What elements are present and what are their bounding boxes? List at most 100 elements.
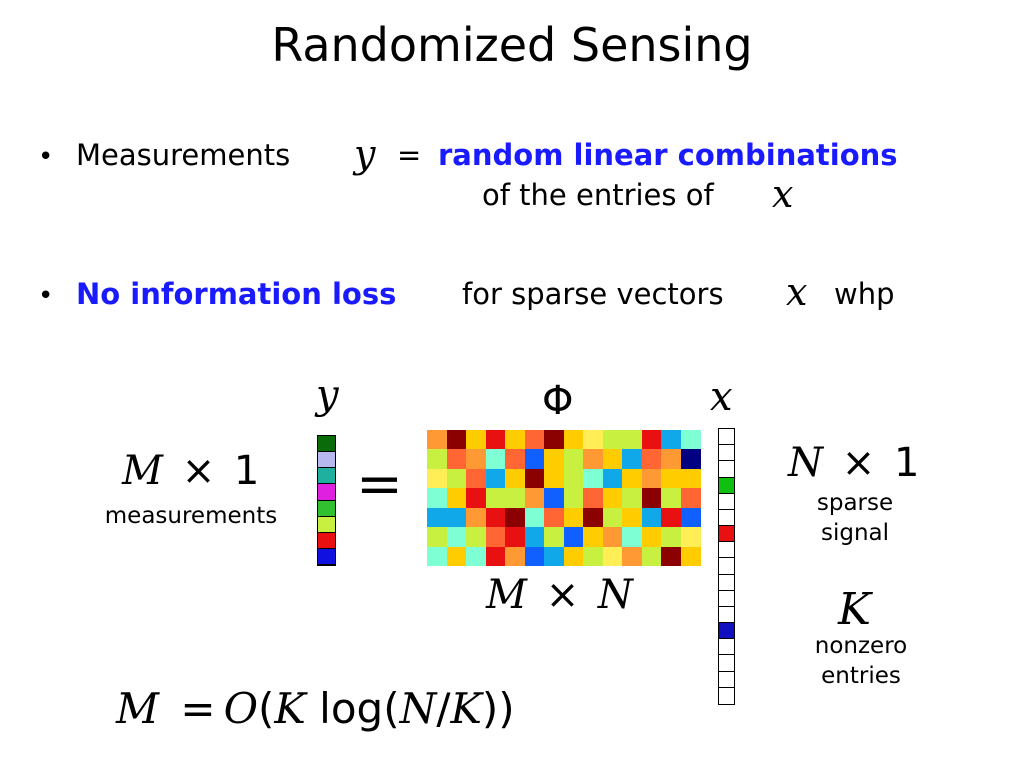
x-zero-cell — [719, 542, 734, 559]
y-cell — [318, 452, 335, 469]
x-zero-cell — [719, 493, 734, 510]
equals-sign: = — [356, 452, 403, 517]
k-var: K — [838, 584, 871, 635]
formula-m: M — [116, 684, 160, 733]
phi-cell — [446, 468, 467, 489]
phi-cell — [427, 507, 447, 528]
phi-cell — [505, 468, 525, 489]
phi-cell — [446, 507, 467, 528]
x-zero-cell — [719, 639, 734, 656]
y-vector-label: y — [316, 372, 339, 418]
phi-cell — [485, 507, 506, 528]
phi-cell — [485, 546, 506, 567]
phi-cell — [505, 449, 525, 470]
one-number: 1 — [893, 440, 920, 486]
times-symbol: × — [181, 448, 216, 494]
bullet-1-prefix: Measurements — [76, 138, 291, 172]
phi-cell — [661, 468, 681, 489]
phi-cell — [446, 430, 467, 450]
phi-cell — [680, 430, 701, 450]
phi-cell — [466, 546, 486, 567]
y-vector — [317, 435, 336, 566]
phi-cell — [505, 546, 525, 567]
phi-cell — [446, 527, 467, 548]
phi-cell — [505, 430, 525, 450]
phi-cell — [505, 507, 525, 528]
phi-cell — [466, 468, 486, 489]
phi-cell — [641, 546, 662, 567]
phi-matrix — [427, 430, 701, 567]
bullet-2-var-x: x — [786, 270, 808, 314]
phi-cell — [602, 488, 623, 509]
phi-cell — [680, 449, 701, 470]
phi-cell — [524, 488, 545, 509]
n-by-1-dimension: N × 1 — [788, 440, 919, 486]
slide-title: Randomized Sensing — [271, 18, 753, 72]
formula-k: K — [274, 684, 306, 733]
phi-cell — [485, 449, 506, 470]
phi-cell — [680, 468, 701, 489]
n-var: N — [788, 440, 823, 486]
x-nonzero-cell — [719, 477, 734, 494]
phi-cell — [544, 430, 564, 450]
x-zero-cell — [719, 461, 734, 478]
phi-cell — [446, 449, 467, 470]
phi-cell — [661, 449, 681, 470]
phi-cell — [505, 527, 525, 548]
phi-cell — [583, 430, 603, 450]
y-cell — [318, 436, 335, 453]
phi-cell — [641, 507, 662, 528]
phi-cell — [622, 468, 642, 489]
phi-cell — [583, 527, 603, 548]
phi-cell — [446, 488, 467, 509]
phi-cell — [544, 507, 564, 528]
phi-cell — [583, 468, 603, 489]
one-number: 1 — [233, 448, 260, 494]
bullet-1-highlight: random linear combinations — [438, 138, 898, 172]
formula-slash: / — [436, 684, 451, 733]
bullet-1-equals: = — [397, 138, 422, 172]
phi-cell — [544, 488, 564, 509]
x-zero-cell — [719, 655, 734, 672]
phi-cell — [602, 430, 623, 450]
bullet-1-line2-text: of the entries of — [482, 178, 714, 212]
bullet-1-var-x: x — [772, 172, 794, 216]
phi-cell — [544, 468, 564, 489]
phi-cell — [427, 468, 447, 489]
phi-cell — [602, 527, 623, 548]
formula-log: log — [319, 684, 384, 733]
phi-cell — [485, 527, 506, 548]
phi-cell — [680, 507, 701, 528]
bullet-2-text: for sparse vectors — [462, 277, 724, 311]
y-cell — [318, 548, 335, 565]
formula-equals: = — [180, 684, 216, 733]
phi-cell — [622, 488, 642, 509]
phi-cell — [583, 507, 603, 528]
phi-cell — [661, 527, 681, 548]
m-by-n-dimension: M × N — [486, 572, 633, 618]
x-zero-cell — [719, 445, 734, 462]
phi-cell — [583, 449, 603, 470]
bullet-2-suffix: whp — [834, 277, 895, 311]
sparse-label: sparse — [816, 490, 894, 516]
x-nonzero-cell — [719, 526, 734, 543]
phi-cell — [680, 546, 701, 567]
phi-cell — [622, 507, 642, 528]
phi-cell — [427, 449, 447, 470]
phi-cell — [524, 546, 545, 567]
phi-cell — [563, 488, 584, 509]
phi-cell — [661, 507, 681, 528]
phi-cell — [466, 507, 486, 528]
phi-cell — [427, 546, 447, 567]
phi-cell — [466, 488, 486, 509]
x-zero-cell — [719, 687, 734, 704]
measurements-label: measurements — [104, 503, 278, 529]
x-vector-label: x — [710, 374, 733, 420]
x-zero-cell — [719, 574, 734, 591]
complexity-formula: M =O(K log(N/K)) — [116, 684, 515, 733]
n-var: N — [597, 572, 633, 618]
phi-cell — [544, 527, 564, 548]
phi-cell — [563, 430, 584, 450]
phi-cell — [524, 449, 545, 470]
x-zero-cell — [719, 558, 734, 575]
